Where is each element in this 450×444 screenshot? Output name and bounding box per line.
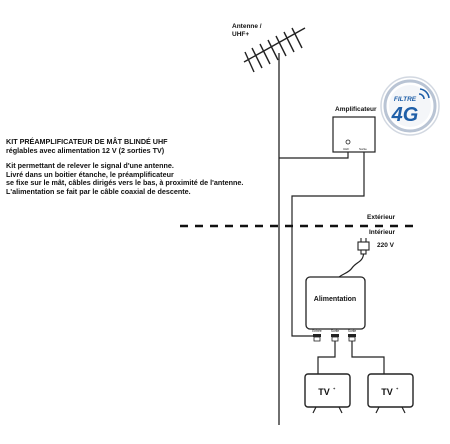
kit-description-line: Livré dans un boitier étanche, le préamp… xyxy=(6,169,174,179)
kit-subtitle: réglables avec alimentation 12 V (2 sort… xyxy=(6,146,165,155)
kit-description-line: Kit permettant de relever le signal d'un… xyxy=(6,161,174,170)
port-label-sortie-1: Sortie xyxy=(331,329,340,333)
port-label-sortie-2: Sortie xyxy=(348,329,357,333)
tv-2: TV + xyxy=(367,373,414,414)
antenna-label-line2: UHF+ xyxy=(232,31,249,38)
antenna-label-line1: Antenne / xyxy=(232,23,262,30)
downlead-to-entree xyxy=(291,288,313,337)
voltage-label: 220 V xyxy=(377,242,395,249)
cable-to-tv1 xyxy=(317,341,336,374)
tv-1-label: TV xyxy=(318,387,330,397)
power-supply-label: Alimentation xyxy=(314,296,356,303)
cable-to-tv2 xyxy=(351,341,385,374)
svg-text:+: + xyxy=(396,386,399,391)
kit-title: KIT PRÉAMPLIFICATEUR DE MÂT BLINDÉ UHF xyxy=(6,137,168,146)
connector-entree xyxy=(313,334,321,342)
amp-to-mast-cable xyxy=(279,152,349,159)
interior-label: Intérieur xyxy=(369,229,395,236)
antenna-icon xyxy=(243,27,306,73)
amplifier-port-sortie: Sortie xyxy=(359,147,367,151)
exterior-label: Extérieur xyxy=(367,214,396,221)
tv-1: TV + xyxy=(304,373,351,414)
power-plug-icon xyxy=(357,238,370,255)
connector-sortie-1 xyxy=(331,334,339,342)
port-label-entree: Entrée xyxy=(312,329,322,333)
amplifier-box xyxy=(332,116,376,153)
kit-description-line: L'alimentation se fait par le câble coax… xyxy=(6,186,191,196)
svg-text:+: + xyxy=(333,386,336,391)
badge-top-text: FILTRE xyxy=(394,96,417,103)
filtre-4g-badge: FILTRE 4G xyxy=(380,76,440,136)
downlead-cable xyxy=(291,152,365,288)
kit-description: Kit permettant de relever le signal d'un… xyxy=(6,161,306,196)
amplifier-label: Amplificateur xyxy=(335,106,377,113)
power-supply-box xyxy=(305,276,366,330)
kit-description-line: se fixe sur le mât, câbles dirigés vers … xyxy=(6,178,244,188)
amplifier-led xyxy=(345,139,351,145)
amplifier-port-uhf: UHF xyxy=(343,147,349,151)
badge-main-text: 4G xyxy=(391,104,419,126)
connector-sortie-2 xyxy=(348,334,356,342)
tv-2-label: TV xyxy=(381,387,393,397)
